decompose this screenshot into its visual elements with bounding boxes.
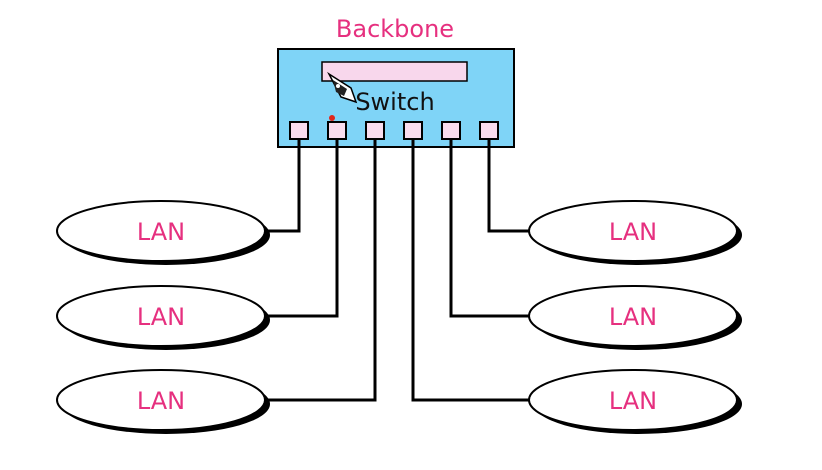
lan-label: LAN: [609, 218, 657, 246]
switch: Switch: [277, 48, 515, 148]
wire-5: [449, 139, 530, 318]
switch-ports: [289, 115, 499, 140]
lan-label: LAN: [137, 218, 185, 246]
backbone-title: Backbone: [336, 15, 454, 43]
port-5: [441, 121, 461, 140]
port-3: [365, 121, 385, 140]
switch-label: Switch: [355, 88, 434, 116]
lan-label: LAN: [609, 303, 657, 331]
lan-node: LAN: [56, 285, 270, 350]
lan-label: LAN: [137, 303, 185, 331]
port-2: [327, 121, 347, 140]
port-4: [403, 121, 423, 140]
lan-node: LAN: [56, 369, 270, 434]
port-indicator-dot: [329, 115, 335, 121]
pen-cursor-icon: [327, 71, 358, 104]
port-6: [479, 121, 499, 140]
switch-display: [321, 61, 468, 82]
wire-2: [264, 139, 339, 318]
wire-4: [411, 139, 530, 402]
port-1: [289, 121, 309, 140]
wire-3: [264, 139, 377, 402]
wires: [264, 139, 530, 402]
wire-6: [487, 139, 530, 233]
lan-node: LAN: [528, 200, 742, 265]
lan-label: LAN: [137, 387, 185, 415]
wire-1: [264, 139, 301, 233]
lan-node: LAN: [528, 285, 742, 350]
lan-node: LAN: [56, 200, 270, 265]
lan-node: LAN: [528, 369, 742, 434]
lan-label: LAN: [609, 387, 657, 415]
